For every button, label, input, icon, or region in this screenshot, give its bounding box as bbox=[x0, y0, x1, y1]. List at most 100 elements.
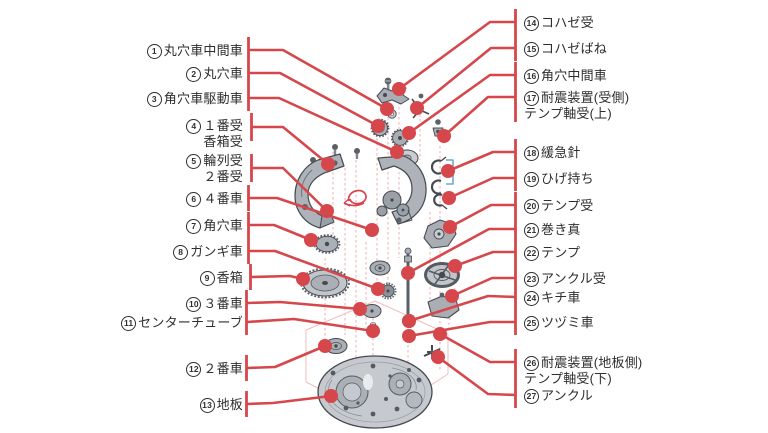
dot-24 bbox=[402, 314, 416, 328]
leader-line-11 bbox=[246, 317, 374, 333]
leader-line-18 bbox=[447, 150, 516, 173]
screw-top bbox=[384, 77, 392, 90]
label-number: 12 bbox=[186, 361, 202, 377]
regulator-clips bbox=[430, 156, 448, 210]
dot-3 bbox=[390, 145, 404, 159]
dot-19 bbox=[442, 191, 456, 205]
dot-2 bbox=[371, 119, 385, 133]
callout-dots bbox=[296, 82, 462, 403]
leader-line-23 bbox=[451, 276, 516, 298]
dot-11 bbox=[366, 324, 380, 338]
dot-23 bbox=[445, 289, 459, 303]
dot-20 bbox=[443, 220, 457, 234]
rotation-arrow bbox=[343, 189, 367, 207]
label-number: 22 bbox=[524, 245, 539, 261]
leader-line-17 bbox=[443, 95, 516, 137]
label-text: アンクル受 bbox=[541, 271, 607, 287]
label-text: コハゼばね bbox=[541, 41, 608, 57]
label-text: ひげ持ち bbox=[541, 171, 594, 187]
dot-10 bbox=[353, 302, 367, 316]
leader-line-10 bbox=[246, 300, 361, 311]
label-text-line2: 香箱受 bbox=[203, 134, 243, 150]
label-text: 丸穴車中間車 bbox=[163, 43, 243, 59]
label-text: センターチューブ bbox=[138, 315, 243, 331]
label-text-line2: テンプ軸受(下) bbox=[524, 371, 612, 387]
label-number: 16 bbox=[524, 68, 539, 84]
label-text: 角穴車 bbox=[203, 218, 243, 234]
leader-line-1 bbox=[249, 48, 388, 111]
label-number: 1 bbox=[146, 43, 162, 59]
label-number: 3 bbox=[146, 91, 162, 107]
label-number: 17 bbox=[524, 90, 539, 106]
dot-9 bbox=[296, 272, 310, 286]
label-text: 耐震装置(地板側) bbox=[541, 355, 643, 371]
label-number: 6 bbox=[186, 191, 202, 207]
label-number: 2 bbox=[186, 66, 202, 82]
label-number: 21 bbox=[524, 222, 539, 238]
dot-22 bbox=[448, 259, 462, 273]
construction-wireframe bbox=[305, 300, 449, 406]
label-number: 24 bbox=[524, 290, 539, 306]
label-text: ２番車 bbox=[203, 361, 243, 377]
label-text: 巻き真 bbox=[541, 222, 581, 238]
right-bridge-part bbox=[376, 155, 427, 225]
leader-line-3 bbox=[249, 96, 398, 154]
ratchet-wheel-part bbox=[313, 234, 341, 254]
label-text: ツヅミ車 bbox=[541, 315, 594, 331]
winding-stem-part bbox=[404, 247, 412, 315]
leader-line-20 bbox=[449, 203, 516, 229]
leader-line-26 bbox=[439, 332, 516, 364]
dot-14 bbox=[392, 82, 406, 96]
small-screws bbox=[396, 93, 445, 298]
label-text: ４番車 bbox=[203, 191, 243, 207]
label-text: 角穴車駆動車 bbox=[163, 91, 243, 107]
leader-line-9 bbox=[250, 274, 304, 281]
click-bridge-hole bbox=[383, 93, 387, 97]
leader-lines bbox=[246, 20, 517, 406]
leader-line-13 bbox=[246, 394, 332, 406]
label-number: 20 bbox=[524, 198, 539, 214]
dot-15 bbox=[410, 101, 424, 115]
label-text-line2: テンプ軸受(上) bbox=[524, 106, 612, 122]
label-number: 23 bbox=[524, 271, 539, 287]
label-number: 27 bbox=[524, 388, 539, 404]
leader-line-6 bbox=[249, 196, 373, 232]
label-tick-marks bbox=[245, 9, 517, 417]
label-number: 15 bbox=[524, 41, 539, 57]
label-number: 8 bbox=[173, 244, 189, 260]
label-number: 14 bbox=[524, 15, 539, 31]
dot-26 bbox=[433, 327, 447, 341]
leader-line-24 bbox=[408, 294, 517, 323]
dot-1 bbox=[380, 102, 394, 116]
dot-5 bbox=[320, 204, 334, 218]
label-number: 19 bbox=[524, 171, 539, 187]
label-text: 角穴中間車 bbox=[541, 68, 608, 84]
leader-line-22 bbox=[454, 250, 516, 268]
label-text: 緩急針 bbox=[541, 145, 581, 161]
label-text: 地板 bbox=[216, 397, 243, 413]
dot-18 bbox=[441, 164, 455, 178]
fourth-wheel-part bbox=[369, 260, 391, 276]
leader-line-27 bbox=[437, 355, 517, 397]
